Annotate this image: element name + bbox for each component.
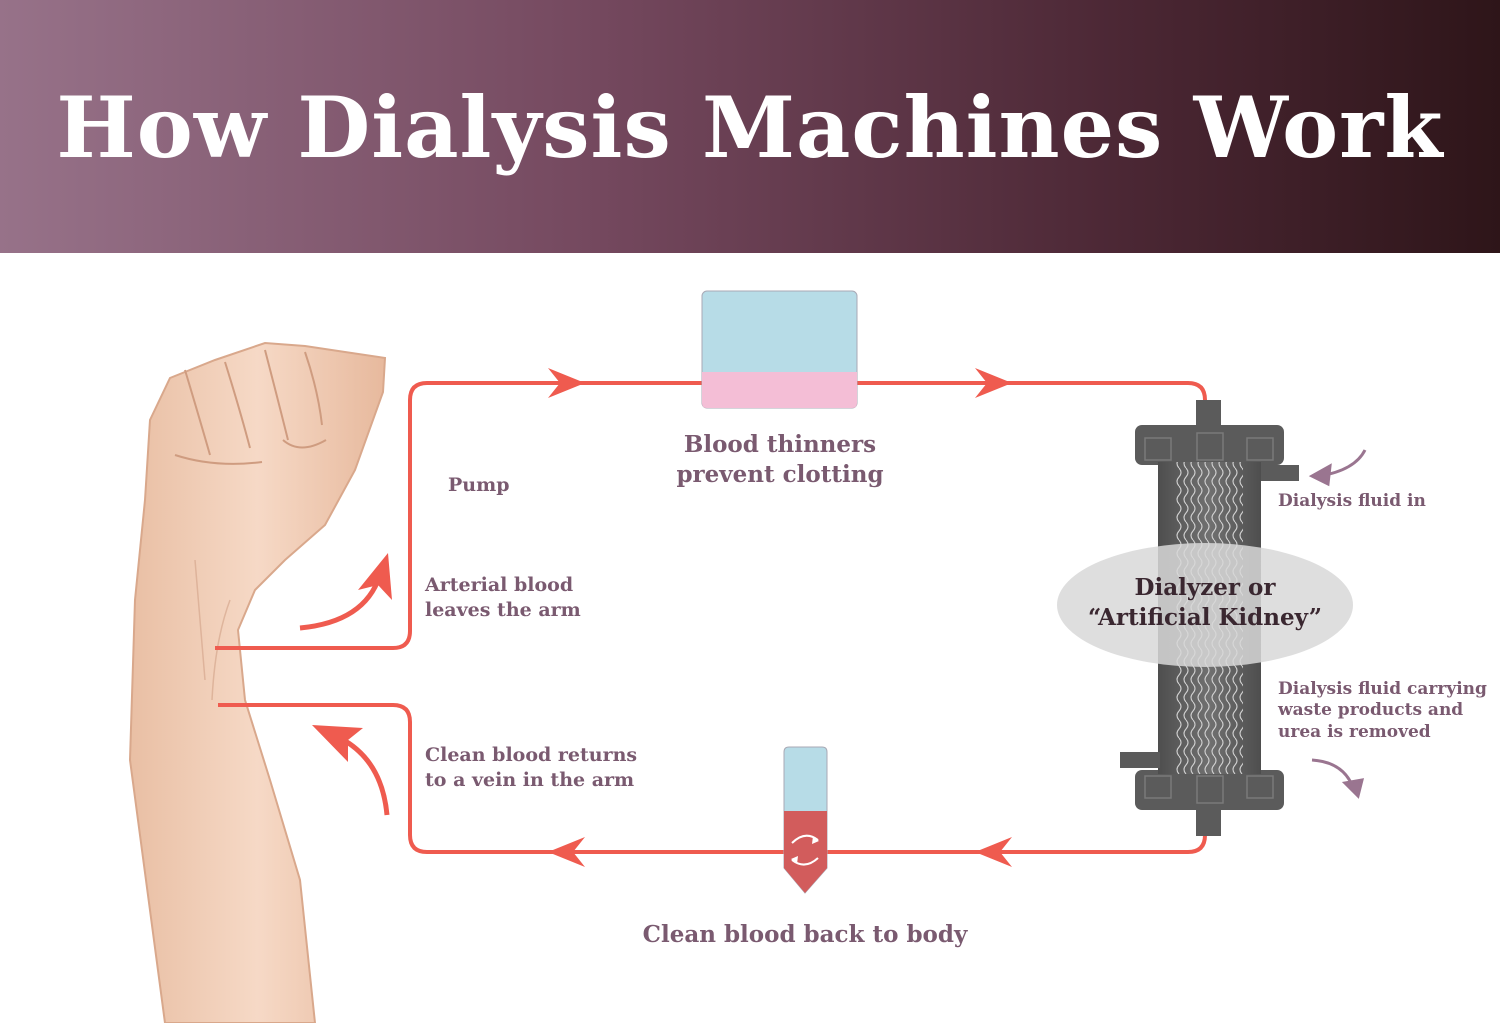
dialyzer-line-1: Dialyzer or xyxy=(1134,574,1276,601)
page-title: How Dialysis Machines Work xyxy=(56,78,1444,177)
title-banner: How Dialysis Machines Work xyxy=(0,0,1500,253)
dialyzer-label: Dialyzer or “Artificial Kidney” xyxy=(1075,573,1335,633)
dialyzer-label-bubble xyxy=(1057,543,1353,667)
arterial-line-2: leaves the arm xyxy=(425,598,581,621)
pump-label: Pump xyxy=(448,474,510,496)
fluid-out-line-2: waste products and xyxy=(1278,700,1464,721)
arrowhead-right-1 xyxy=(548,368,585,398)
bubble-trap-tube-icon xyxy=(783,746,828,894)
arterial-line-1: Arterial blood xyxy=(425,574,574,596)
pump-container-icon xyxy=(701,290,858,409)
dialysis-fluid-in-label: Dialysis fluid in xyxy=(1278,491,1426,511)
arm-flow-arrows xyxy=(299,553,392,816)
dialysis-fluid-out-label: Dialysis fluid carrying waste products a… xyxy=(1278,679,1487,743)
arrowhead-right-2 xyxy=(975,368,1012,398)
blood-thinners-line-2: prevent clotting xyxy=(676,460,884,488)
return-curve-arrow xyxy=(338,735,390,816)
dialysis-diagram xyxy=(128,290,1367,1023)
arrowhead-left-1 xyxy=(975,837,1012,867)
arrowhead-left-2 xyxy=(548,837,585,867)
arterial-blood-label: Arterial blood leaves the arm xyxy=(425,573,581,622)
clean-blood-return-label: Clean blood returns to a vein in the arm xyxy=(425,743,637,792)
blood-thinners-label: Blood thinners prevent clotting xyxy=(670,430,890,490)
return-line-2: to a vein in the arm xyxy=(425,768,635,791)
fluid-out-arrow xyxy=(1311,758,1354,786)
arm-illustration xyxy=(128,341,387,1023)
dialyzer-line-2: “Artificial Kidney” xyxy=(1087,603,1323,631)
clean-blood-back-label: Clean blood back to body xyxy=(642,921,968,948)
fluid-arrows xyxy=(1308,449,1367,799)
fluid-out-line-3: urea is removed xyxy=(1278,721,1431,742)
flow-arrows xyxy=(548,368,1012,867)
blood-thinners-line-1: Blood thinners xyxy=(683,431,877,458)
return-line-1: Clean blood returns xyxy=(425,744,638,766)
blood-circuit-line xyxy=(215,381,1207,854)
fluid-out-line-1: Dialysis fluid carrying xyxy=(1278,679,1487,699)
